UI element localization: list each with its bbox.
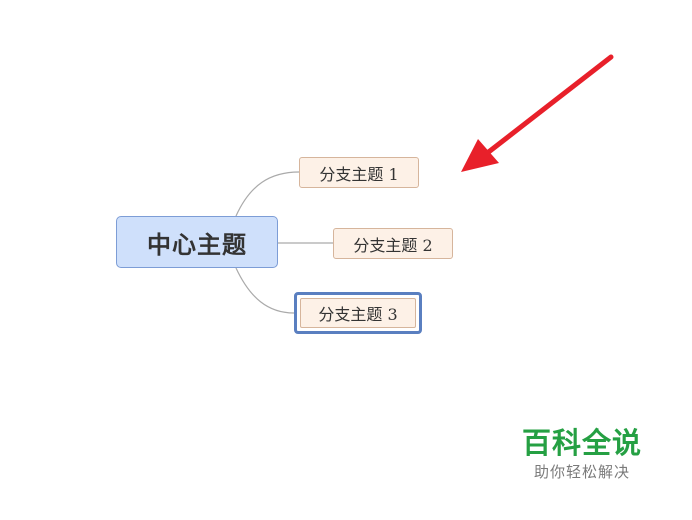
branch-topic-label: 分支主题 1 <box>319 164 399 184</box>
branch-topic-label: 分支主题 3 <box>318 305 398 324</box>
red-arrow-annotation <box>461 54 614 172</box>
watermark-brand: 百科全说 <box>521 426 642 460</box>
branch-topic-label: 分支主题 2 <box>353 235 433 255</box>
branch-topic-2[interactable]: 分支主题 2 <box>333 228 453 259</box>
central-topic-label: 中心主题 <box>147 229 247 259</box>
watermark-slogan: 助你轻松解决 <box>533 463 630 481</box>
connector-branch-3 <box>235 267 295 314</box>
branch-topic-1[interactable]: 分支主题 1 <box>299 157 419 188</box>
branch-topic-3-selected[interactable]: 分支主题 3 <box>294 292 422 334</box>
connector-branch-1 <box>235 171 300 217</box>
watermark: 百科全说 助你轻松解决 <box>522 426 642 482</box>
central-topic[interactable]: 中心主题 <box>116 216 278 268</box>
branch-topic-3-box: 分支主题 3 <box>300 298 416 328</box>
